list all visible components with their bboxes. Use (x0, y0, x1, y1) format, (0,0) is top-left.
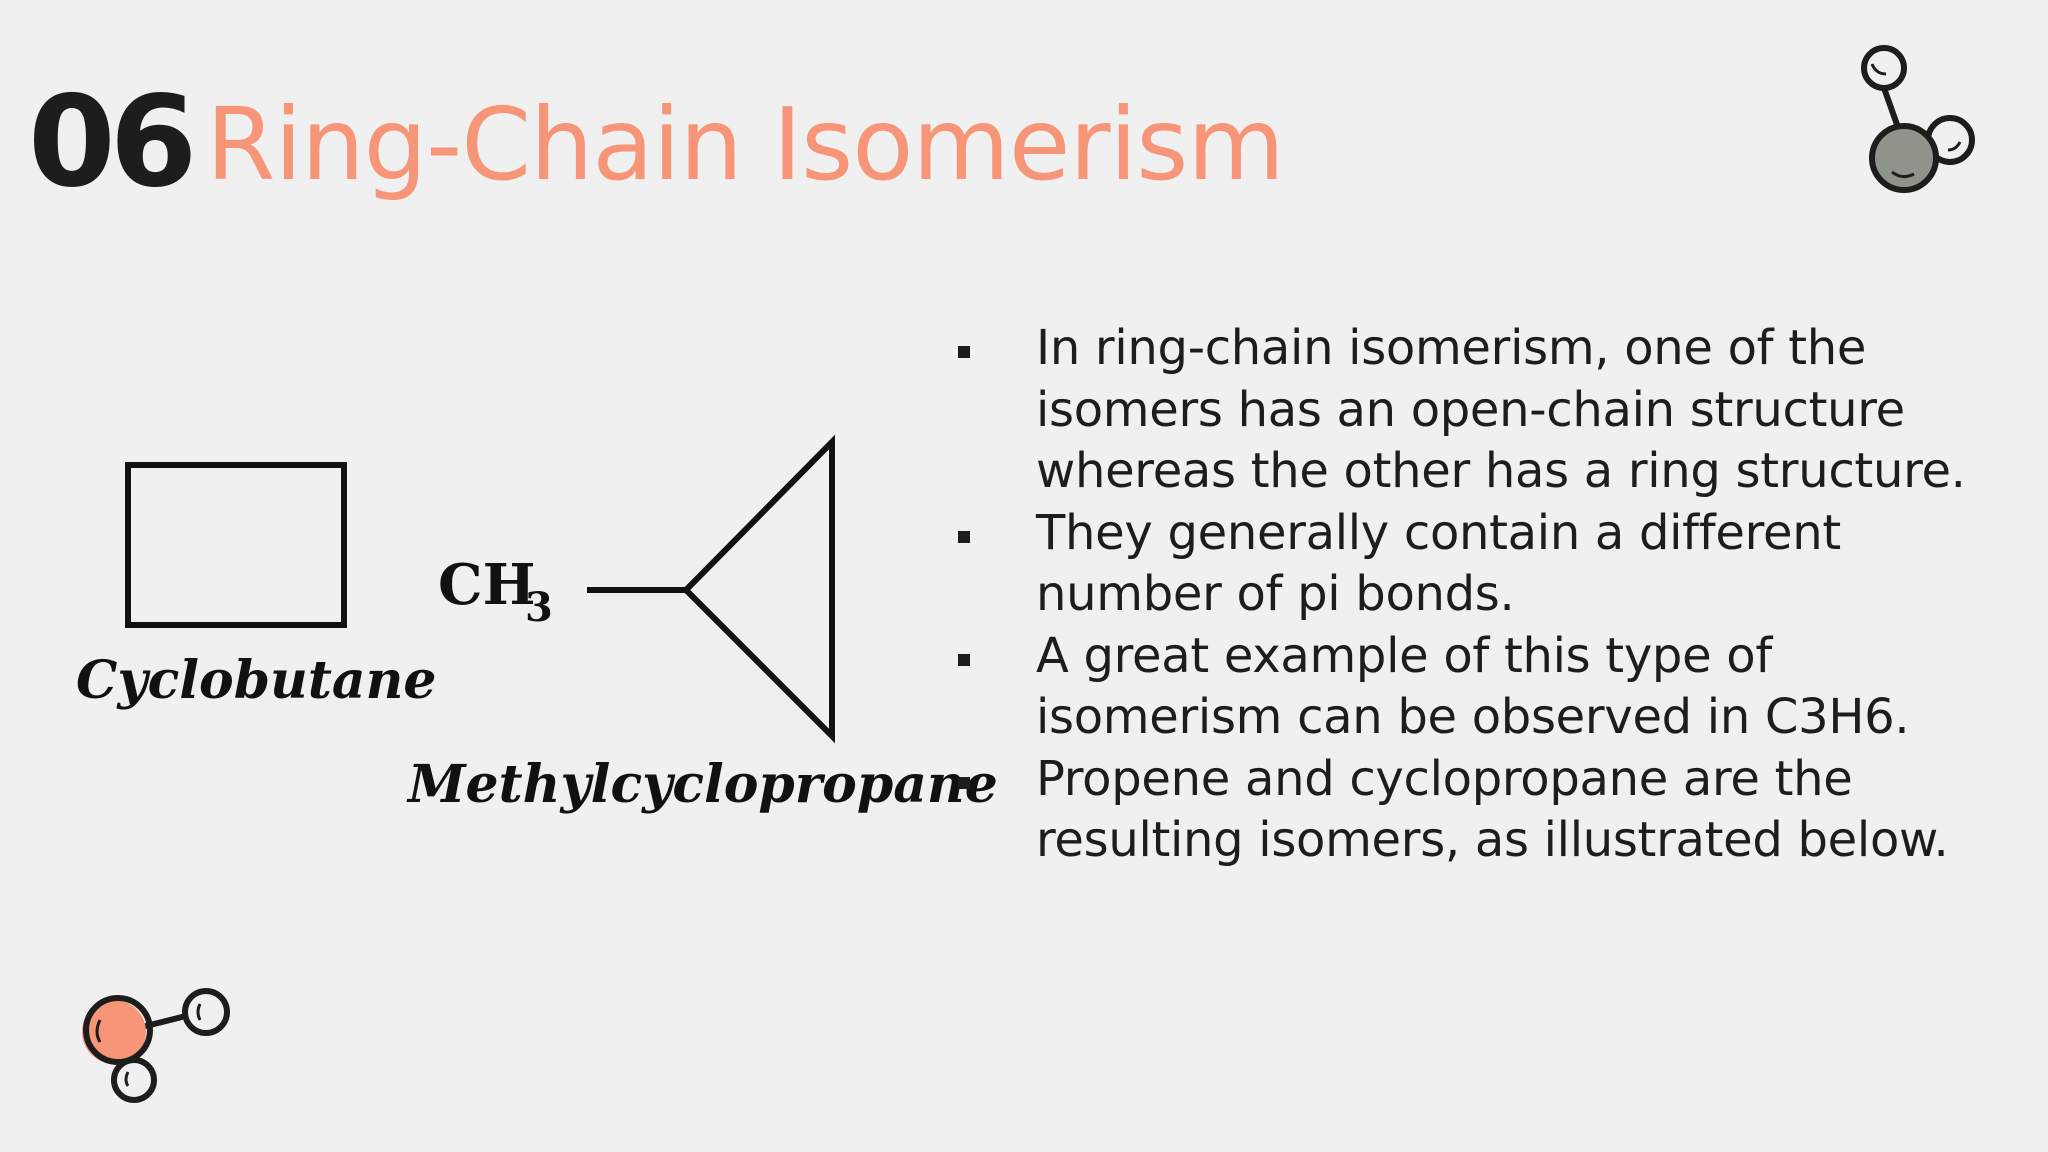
methylcyclopropane-label: Methylcyclopropane (408, 754, 998, 815)
methyl-group-label: CH (438, 552, 536, 618)
cyclobutane-label: Cyclobutane (76, 650, 437, 711)
bullet-marker (958, 530, 970, 543)
slide-title: Ring-Chain Isomerism (206, 86, 1285, 203)
bullet-item: They generally contain a different numbe… (958, 503, 2018, 626)
bullet-text: Propene and cyclopropane are the resulti… (1036, 750, 1949, 869)
bullet-item: A great example of this type of isomeris… (958, 626, 2018, 749)
bullet-text: They generally contain a different numbe… (1036, 504, 1841, 623)
bullet-marker (958, 346, 970, 358)
bullet-marker (958, 776, 970, 789)
bullet-marker (958, 653, 970, 666)
bullet-item: In ring-chain isomerism, one of the isom… (958, 318, 2018, 503)
cyclobutane-ring (125, 462, 347, 628)
bullet-list: In ring-chain isomerism, one of the isom… (958, 318, 2018, 872)
methyl-group-subscript: 3 (525, 584, 553, 631)
slide-number: 06 (28, 68, 197, 215)
bullet-text: In ring-chain isomerism, one of the isom… (1036, 320, 1966, 499)
cyclopropane-ring (681, 434, 835, 744)
bullet-text: A great example of this type of isomeris… (1036, 627, 1910, 746)
bullet-item: Propene and cyclopropane are the resulti… (958, 749, 2018, 872)
